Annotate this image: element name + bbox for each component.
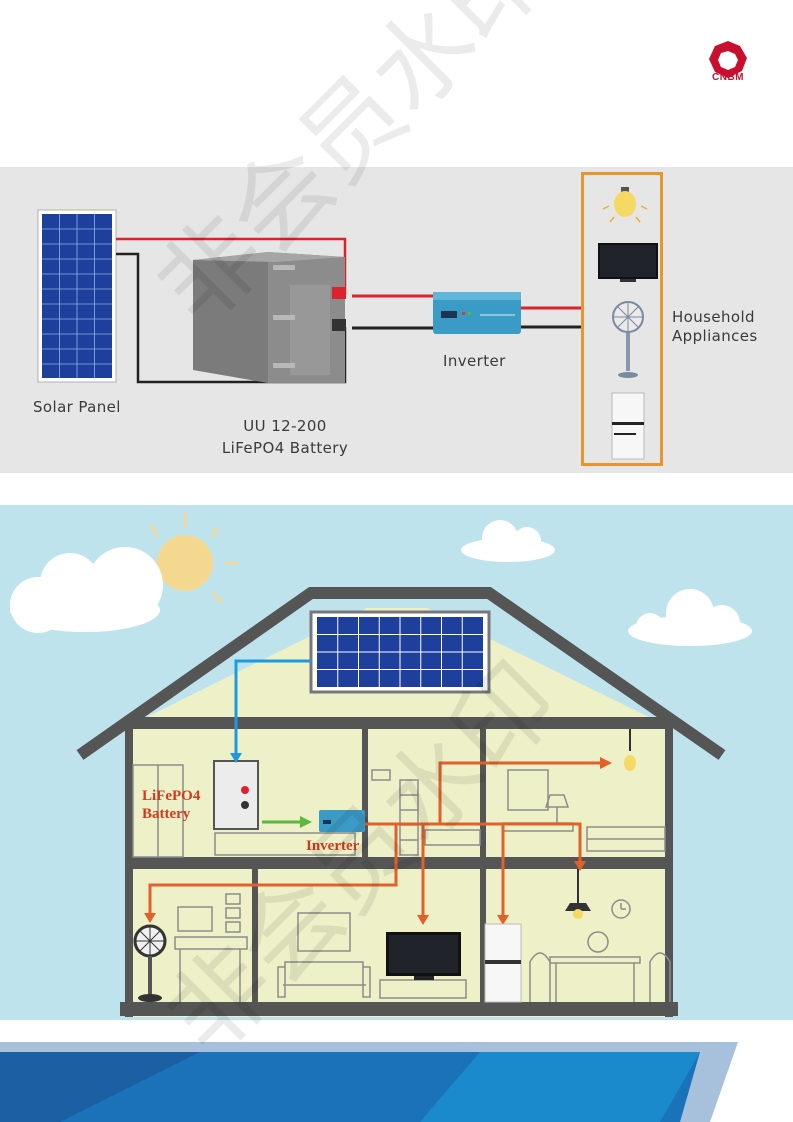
cloud-icon <box>628 589 752 646</box>
appliances-label-line2: Appliances <box>672 327 758 345</box>
solar-panel-label: Solar Panel <box>33 398 121 416</box>
television-icon <box>598 243 658 282</box>
system-diagram <box>37 187 658 460</box>
cloud-icon <box>10 547 163 633</box>
house-inverter <box>319 810 365 832</box>
house-battery-label-line2: Battery <box>142 806 191 822</box>
sun-icon <box>148 513 238 604</box>
roof-solar-panel <box>309 610 491 694</box>
pendant-light-icon <box>565 869 591 919</box>
refrigerator-icon <box>611 392 645 460</box>
house-inverter-label: Inverter <box>306 838 360 854</box>
appliances-label: Household Appliances <box>672 308 758 346</box>
house-battery-label: LiFePO4 Battery <box>142 787 222 823</box>
footer-decoration <box>0 1042 738 1122</box>
house-illustration <box>0 505 793 1020</box>
house-battery-label-line1: LiFePO4 <box>142 788 201 804</box>
appliances-frame <box>581 172 663 466</box>
brand-name: CNBM <box>712 72 744 83</box>
light-bulb-icon <box>602 187 648 223</box>
house-refrigerator-icon <box>484 923 522 1003</box>
battery-model-label: UU 12-200 <box>243 417 327 435</box>
cloud-icon <box>461 520 555 562</box>
battery-label: UU 12-200 LiFePO4 Battery <box>210 415 360 459</box>
cnbm-logo <box>709 41 747 78</box>
inverter <box>433 292 521 334</box>
ceiling-light-icon <box>624 729 636 771</box>
house-television-icon <box>386 932 461 980</box>
solar-panel <box>37 209 117 383</box>
lifepo4-battery <box>193 252 346 383</box>
fan-icon <box>612 301 644 378</box>
battery-type-label: LiFePO4 Battery <box>221 439 349 457</box>
house-fan-icon <box>133 924 167 1002</box>
inverter-label: Inverter <box>443 352 506 370</box>
appliances-label-line1: Household <box>672 308 755 326</box>
furniture-line-art <box>132 764 671 1002</box>
